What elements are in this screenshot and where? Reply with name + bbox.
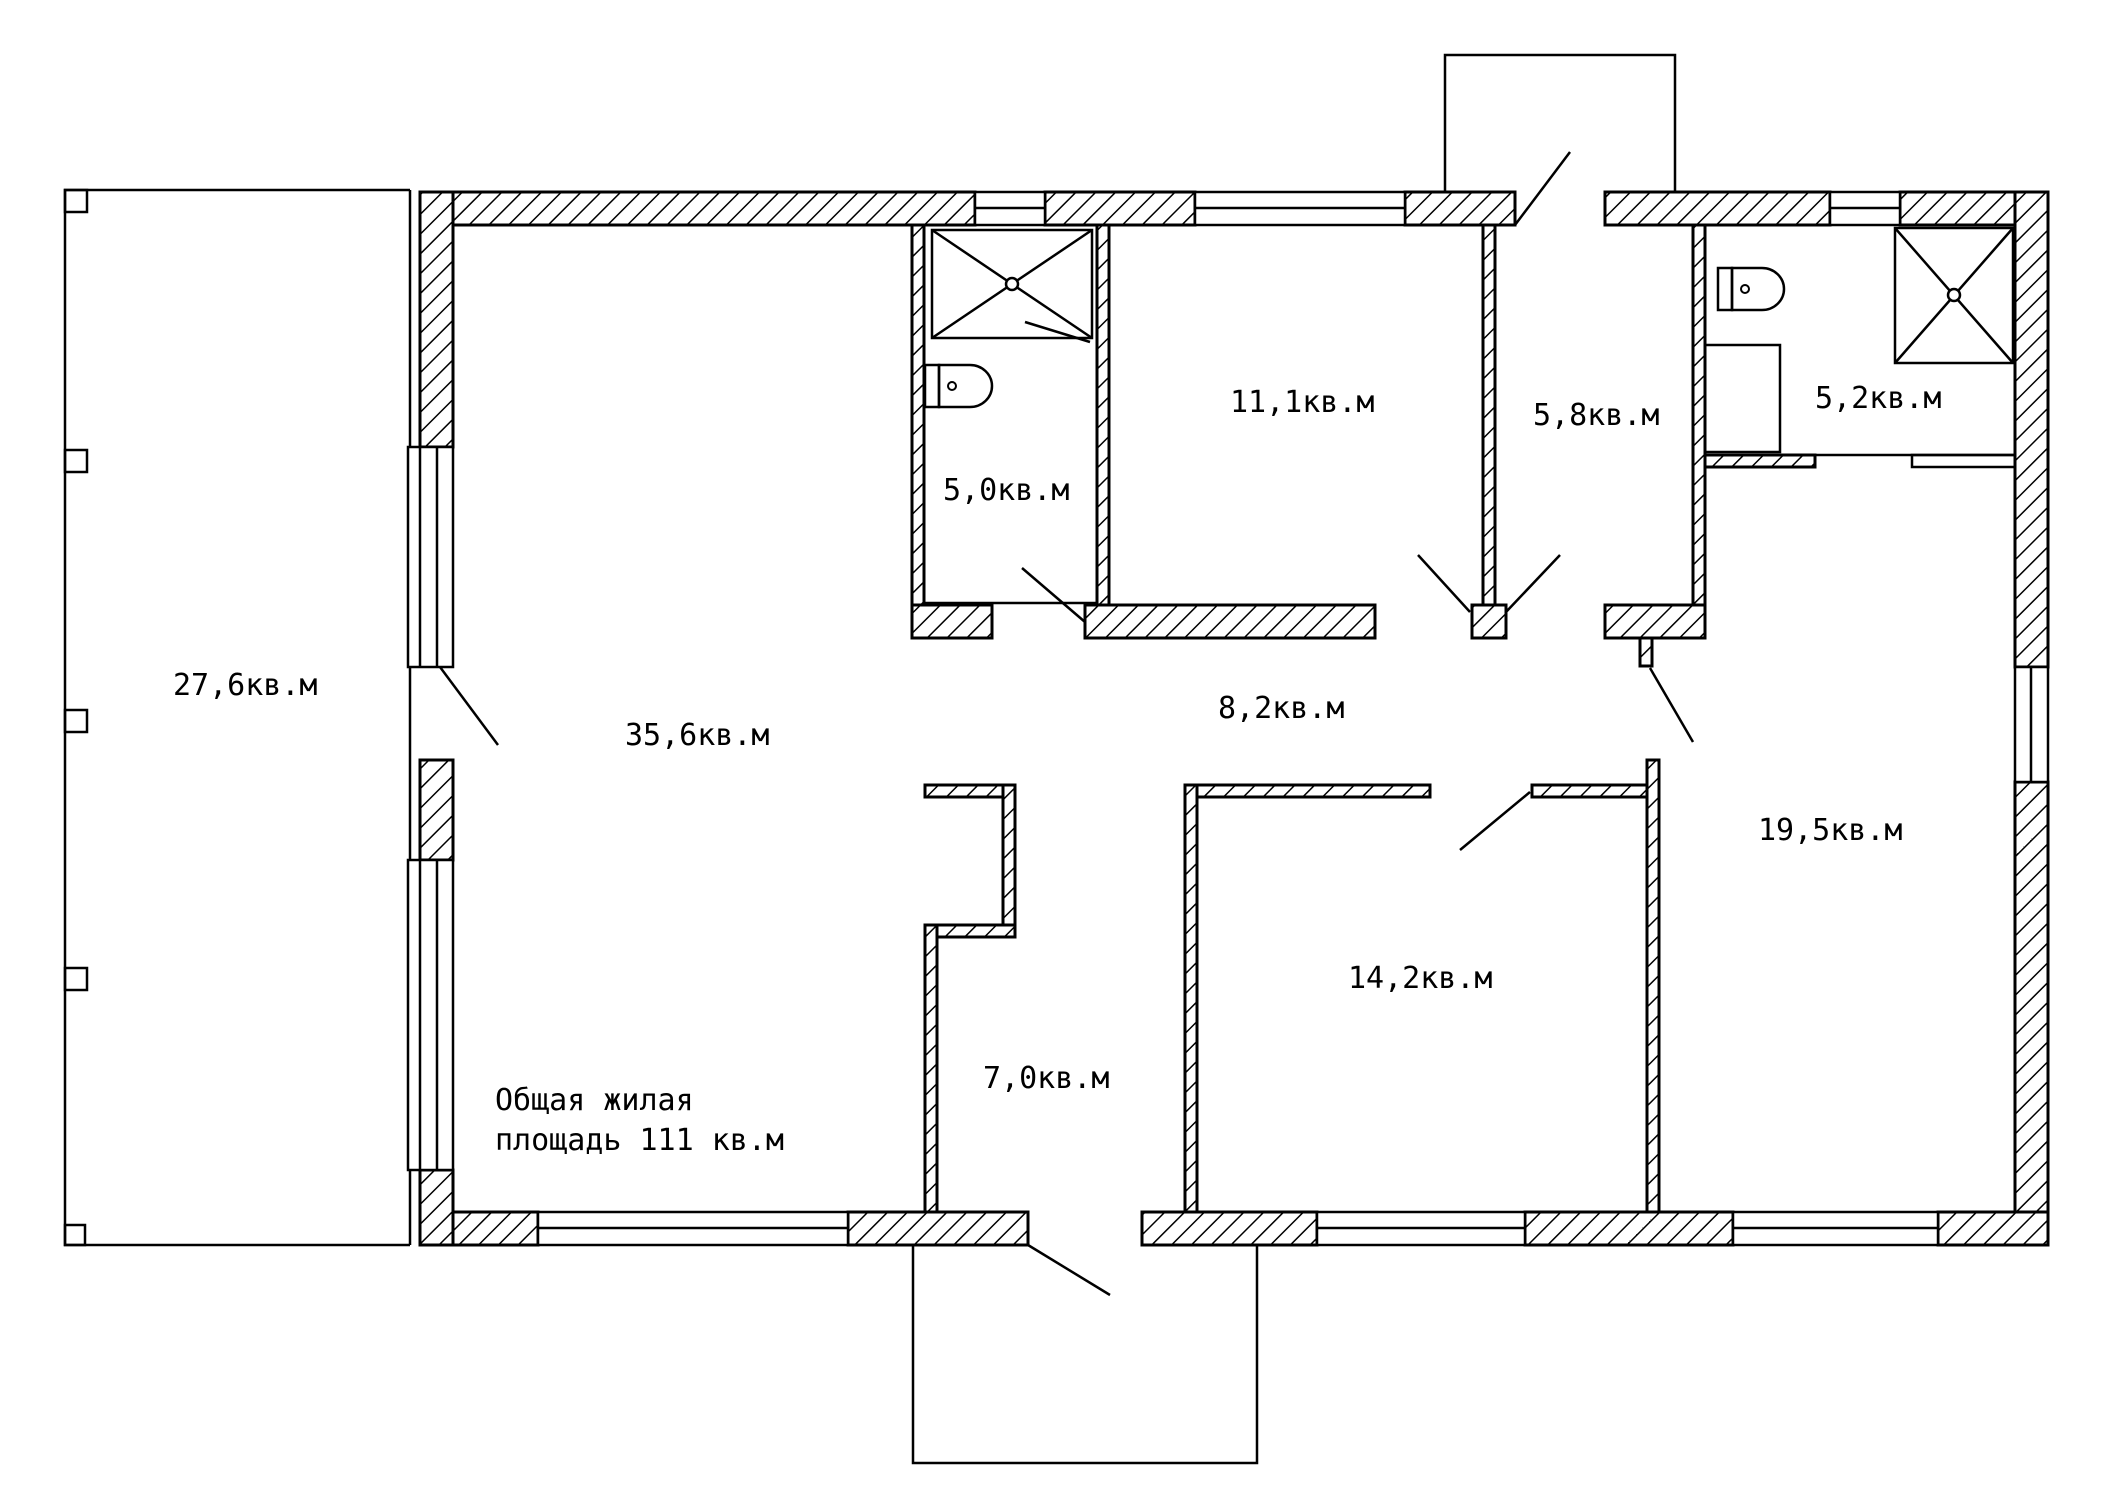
room-area-bath-left: 5,0кв.м xyxy=(943,473,1069,508)
outer-walls xyxy=(418,190,2050,1247)
window xyxy=(406,858,455,1172)
terrace-post xyxy=(63,708,89,734)
room-area-corridor-south: 7,0кв.м xyxy=(983,1061,1109,1096)
bedroom-middle xyxy=(1183,758,1661,1214)
door-swing xyxy=(1021,567,1086,623)
door-swing xyxy=(1648,667,1695,743)
room-area-vestibule: 5,8кв.м xyxy=(1533,398,1659,433)
room-area-living: 35,6кв.м xyxy=(625,718,770,753)
south-entrance-door xyxy=(1027,1243,1111,1297)
room-area-hall: 8,2кв.м xyxy=(1218,691,1344,726)
room-area-room-top: 11,1кв.м xyxy=(1230,385,1375,420)
porches xyxy=(911,53,1677,1465)
room-area-bedroom-middle: 14,2кв.м xyxy=(1348,961,1493,996)
exterior-doors xyxy=(438,151,1571,1297)
shower-drain-icon xyxy=(1004,276,1020,292)
room-area-bath-right: 5,2кв.м xyxy=(1815,381,1941,416)
room-area-bedroom-right: 19,5кв.м xyxy=(1758,813,1903,848)
bathroom-right xyxy=(1703,226,2017,469)
door-swing xyxy=(1505,554,1561,613)
door-swing xyxy=(1459,791,1531,851)
room-area-terrace: 27,6кв.м xyxy=(173,668,318,703)
windows xyxy=(406,190,2050,1247)
door-swing xyxy=(1417,554,1471,613)
toilet-icon xyxy=(1716,266,1786,312)
shower-tray xyxy=(930,228,1094,340)
window xyxy=(406,445,455,669)
corridor-south xyxy=(923,783,1017,1214)
terrace-door xyxy=(438,666,500,746)
terrace-post xyxy=(63,188,89,214)
terrace xyxy=(63,188,412,1247)
vestibule xyxy=(1505,223,1707,743)
total-area-line1: Общая жилая xyxy=(495,1083,694,1118)
toilet-icon xyxy=(923,363,994,409)
north-porch xyxy=(1443,53,1677,192)
room-labels: 27,6кв.м 35,6кв.м 5,0кв.м 11,1кв.м 5,8кв… xyxy=(173,381,1941,1158)
shower-tray xyxy=(1893,226,2015,365)
terrace-post xyxy=(63,966,89,992)
terrace-post xyxy=(63,1223,87,1247)
terrace-post xyxy=(63,448,89,474)
room-11 xyxy=(1083,223,1508,640)
vanity-cabinet xyxy=(1705,343,1782,454)
south-porch xyxy=(911,1245,1259,1465)
total-area-line2: площадь 111 кв.м xyxy=(495,1123,784,1158)
shower-drain-icon xyxy=(1946,287,1962,303)
north-entrance-door xyxy=(1514,151,1571,226)
bathroom-left xyxy=(910,223,1111,640)
